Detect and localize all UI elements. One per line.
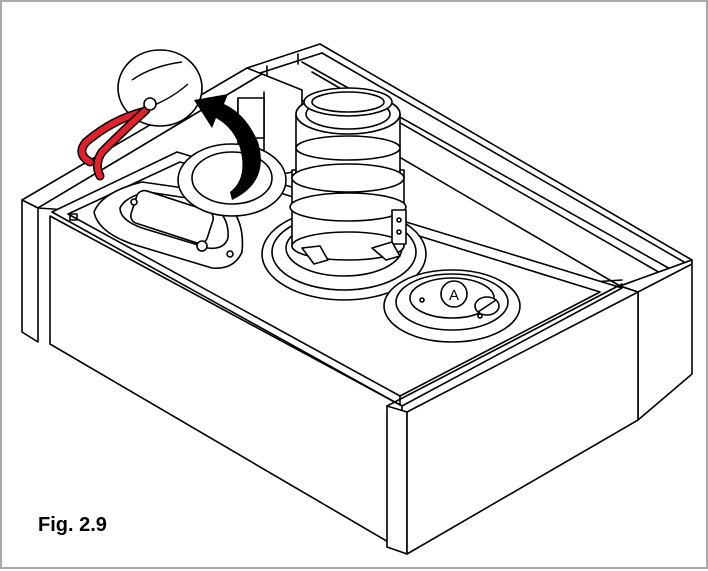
front-panel [49, 215, 639, 555]
pliers-icon [77, 49, 203, 181]
curved-arrow-icon [194, 94, 261, 200]
cap-opening [177, 143, 287, 217]
corner-marker [69, 213, 78, 221]
figure-caption: Fig. 2.9 [38, 514, 107, 536]
test-point-cover [383, 269, 521, 343]
flue-adaptor [289, 87, 407, 265]
removed-cap [117, 49, 203, 127]
callout-label-a: A [449, 287, 459, 304]
